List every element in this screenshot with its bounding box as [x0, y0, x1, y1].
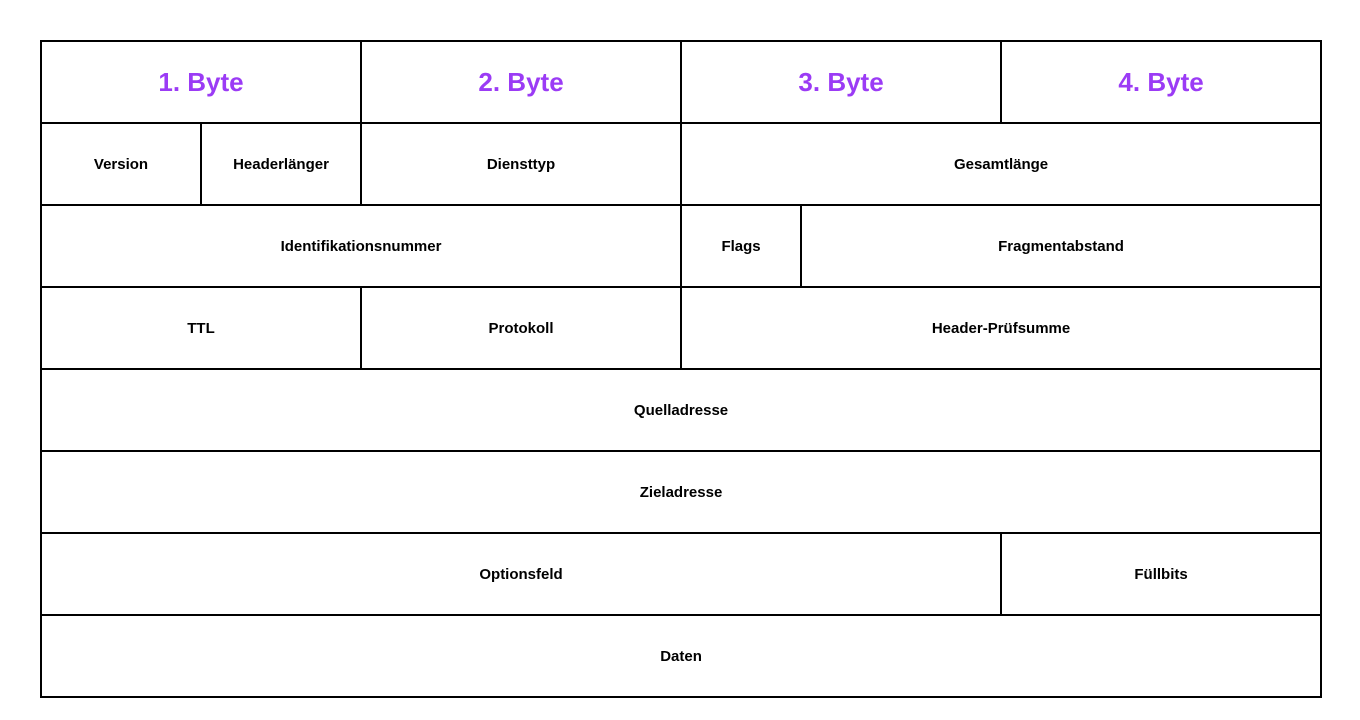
byte-header-2: 2. Byte — [360, 40, 683, 124]
field-headerlaenge: Headerlänger — [199, 122, 363, 206]
field-quelladresse: Quelladresse — [39, 368, 1323, 452]
field-row-7: Daten — [39, 614, 1323, 698]
field-row-3: TTL Protokoll Header-Prüfsumme — [39, 286, 1323, 370]
field-row-1: Version Headerlänger Diensttyp Gesamtlän… — [40, 122, 1323, 206]
field-row-2: Identifikationsnummer Flags Fragmentabst… — [39, 204, 1323, 288]
ip-header-table: 1. Byte 2. Byte 3. Byte 4. Byte Version … — [39, 40, 1323, 698]
byte-header-row: 1. Byte 2. Byte 3. Byte 4. Byte — [39, 40, 1323, 124]
ip-header-diagram: 1. Byte 2. Byte 3. Byte 4. Byte Version … — [39, 40, 1323, 698]
field-fragmentabstand: Fragmentabstand — [800, 204, 1323, 288]
byte-header-4: 4. Byte — [1000, 40, 1323, 124]
field-version: Version — [40, 122, 202, 206]
byte-header-1: 1. Byte — [39, 40, 363, 124]
byte-header-3: 3. Byte — [680, 40, 1003, 124]
field-flags: Flags — [680, 204, 803, 288]
field-header-pruefsumme: Header-Prüfsumme — [680, 286, 1323, 370]
field-identifikationsnummer: Identifikationsnummer — [39, 204, 683, 288]
field-diensttyp: Diensttyp — [360, 122, 683, 206]
field-zieladresse: Zieladresse — [39, 450, 1323, 534]
field-row-6: Optionsfeld Füllbits — [39, 532, 1323, 616]
field-row-5: Zieladresse — [39, 450, 1323, 534]
field-ttl: TTL — [39, 286, 363, 370]
field-fuellbits: Füllbits — [1000, 532, 1323, 616]
field-daten: Daten — [39, 614, 1323, 698]
field-gesamtlaenge: Gesamtlänge — [680, 122, 1323, 206]
field-protokoll: Protokoll — [360, 286, 683, 370]
field-optionsfeld: Optionsfeld — [39, 532, 1003, 616]
field-row-4: Quelladresse — [39, 368, 1323, 452]
